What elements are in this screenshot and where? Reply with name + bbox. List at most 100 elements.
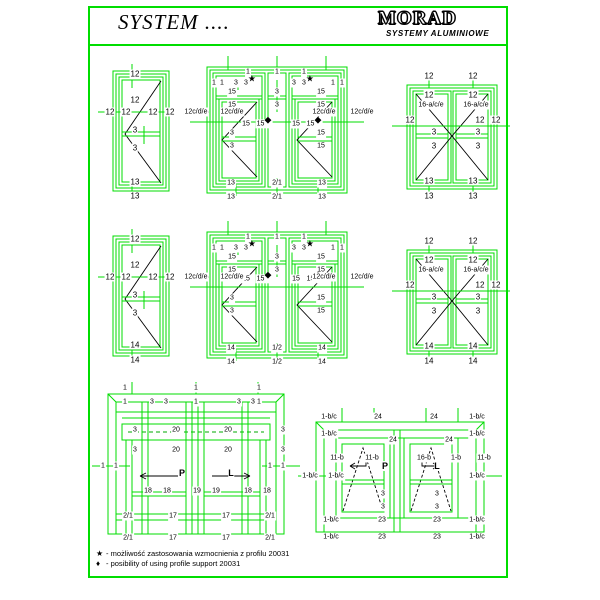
label-r3l-t1: 1 (122, 383, 128, 393)
label-r2r-b2: 14 (467, 341, 479, 351)
label-r1m-star2: 3★ (301, 73, 315, 88)
logo-wordmark: MORAD (378, 8, 457, 30)
label-r1m-t7: 1 (339, 78, 345, 88)
label-r3r-t3: 24 (429, 412, 439, 422)
label-r3l-t6: 1 (256, 397, 262, 407)
label-r3l-s4: 1 (280, 461, 286, 471)
label-r3r-m5: 11-b (476, 453, 492, 463)
label-r3l-lo4: 17 (221, 533, 231, 543)
label-r2l-5: 12 (147, 272, 159, 282)
footnote-en-text: - posibility of using profile support 20… (106, 559, 241, 568)
label-r3l-c1: 2/1 (122, 511, 134, 521)
label-r2m-m6: 15 (291, 274, 301, 284)
label-r1r-b4: 13 (467, 191, 479, 201)
footnote-en: ♦ - posibility of using profile support … (96, 559, 289, 569)
label-r1m-m5: 15 (241, 119, 251, 129)
label-r3l-c4: 2/1 (264, 533, 276, 543)
label-r2m-cb1: 1/2 (271, 343, 283, 353)
label-r1r-b3: 13 (423, 191, 435, 201)
label-r2m-cb2: 1/2 (271, 357, 283, 367)
label-r2m-s4: 3 (274, 265, 280, 275)
page-title: SYSTEM .... (118, 10, 230, 34)
label-r2l-3: 12 (104, 272, 116, 282)
label-r2r-b3: 14 (423, 356, 435, 366)
label-r1r-t3: 12 (423, 90, 435, 100)
label-r1m-m3: 15 (316, 87, 326, 97)
label-r3l-u7: 3 (280, 425, 286, 435)
label-r1l-2: 12 (129, 95, 141, 105)
label-r3l-r1: 18 (143, 486, 153, 496)
label-r1m-t2: 1 (219, 78, 225, 88)
window-r2-mid (190, 221, 364, 361)
label-r2m-dia1: 15◆ (255, 269, 273, 284)
label-r2r-gl1: 16-a/c/e (417, 265, 445, 275)
label-r1m-b3: 13 (317, 178, 327, 188)
label-r2m-m4: 15 (316, 265, 326, 275)
label-r3l-c2: 2/1 (264, 511, 276, 521)
footnote-pl: ★ - możliwość zastosowania wzmocnienia z… (96, 549, 289, 559)
label-r2m-s1: 3 (233, 243, 239, 253)
label-r1m-side3: 12c/d/e (311, 107, 337, 117)
label-r2m-b4: 14 (317, 357, 327, 367)
label-r1l-6: 12 (164, 107, 176, 117)
label-r2r-t2: 12 (467, 236, 479, 246)
label-r2m-star2: 3★ (301, 238, 315, 253)
window-r2-left (98, 229, 184, 359)
label-r3l-u5: 3 (132, 425, 138, 435)
label-r3r-t4: 1-b/c (468, 412, 486, 422)
label-r2m-m2: 15 (227, 265, 237, 275)
label-r2m-m1: 15 (227, 252, 237, 262)
label-r3l-r2: 18 (162, 486, 172, 496)
label-r3l-r5: 18 (243, 486, 253, 496)
label-r3r-m2: 11-b (364, 453, 380, 463)
label-r2m-t3: 1 (245, 232, 251, 242)
label-r2m-b3: 14 (317, 343, 327, 353)
brand-logo: MORAD SYSTEMY ALUMINIOWE (378, 8, 490, 40)
label-r3l-tr3: 20 (171, 445, 181, 455)
label-r2r-b1: 14 (423, 341, 435, 351)
label-r3r-m3: 16-b (415, 453, 433, 463)
label-r2r-s2: 12 (474, 280, 486, 290)
label-r3r-i3: 24 (444, 435, 454, 445)
label-r2m-m3: 15 (316, 252, 326, 262)
arrow-label-p-left: P (178, 468, 186, 478)
label-r2l-6: 12 (164, 272, 176, 282)
label-r1m-m6: 15 (291, 119, 301, 129)
label-r3r-c2: 1-b/c (468, 515, 486, 525)
label-r3l-u2: 3 (163, 397, 169, 407)
label-r1m-cb2: 2/1 (271, 192, 283, 202)
label-r1m-sr2: 3 (229, 141, 235, 151)
label-r2l-8: 3 (131, 308, 139, 318)
label-r3r-t2: 24 (373, 412, 383, 422)
label-r3l-u6: 3 (132, 445, 138, 455)
label-r1r-gl1: 16-a/c/e (417, 100, 445, 110)
label-r1l-4: 12 (120, 107, 132, 117)
label-r2m-b1: 14 (226, 343, 236, 353)
label-r3r-sa1: 3 (380, 489, 386, 499)
label-r2m-m5: 15 (241, 274, 251, 284)
label-r2r-m2: 3 (430, 306, 438, 316)
label-r2m-side1: 12c/d/e (183, 272, 209, 282)
label-r2m-sr3: 15 (316, 293, 326, 303)
label-r3r-b4: 23 (432, 532, 442, 542)
label-r2l-9: 14 (129, 340, 141, 350)
label-r2r-m1: 3 (430, 292, 438, 302)
label-r3r-c4: 1-b/c (468, 532, 486, 542)
label-r3r-c1: 1-b/c (322, 515, 340, 525)
label-r3l-t2: 1 (193, 383, 199, 393)
label-r1r-s2: 12 (474, 115, 486, 125)
label-r2r-t4: 12 (467, 255, 479, 265)
label-r3r-sa3: 3 (434, 489, 440, 499)
label-r3r-i4: 1-b/c (468, 429, 486, 439)
label-r1m-t1: 1 (211, 78, 217, 88)
label-r1r-s1: 12 (404, 115, 416, 125)
window-r1-mid (190, 56, 364, 196)
label-r3r-b2: 23 (432, 515, 442, 525)
label-r2m-s3: 3 (274, 252, 280, 262)
label-r1m-dia2: 15◆ (305, 114, 323, 129)
label-r1r-m1: 3 (430, 127, 438, 137)
label-r3r-b3: 23 (377, 532, 387, 542)
label-r1r-s3: 12 (490, 115, 502, 125)
label-r1m-t6: 1 (330, 78, 336, 88)
